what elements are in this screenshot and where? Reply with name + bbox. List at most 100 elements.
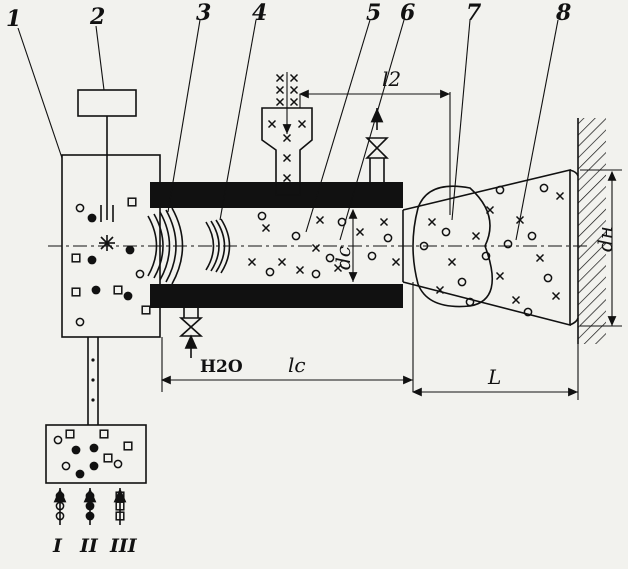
particle-dot	[91, 285, 101, 295]
particle-circle	[441, 227, 451, 237]
particle-square	[103, 453, 113, 463]
particle-dot	[87, 255, 97, 265]
feed-label-3: III	[109, 535, 138, 557]
dim-dn-label: dн	[593, 226, 617, 252]
particle-cross	[311, 243, 321, 253]
arc-spark-icon	[99, 235, 115, 251]
label-2: 2	[89, 4, 105, 30]
particle-circle	[291, 231, 301, 241]
particle-cross	[333, 263, 343, 273]
particle-circle	[465, 297, 475, 307]
particle-cross	[295, 265, 305, 275]
particle-circle	[539, 183, 549, 193]
particle-square	[65, 429, 75, 439]
substrate-wall	[578, 118, 606, 344]
particle-cross	[275, 97, 285, 107]
electrode-holder-box	[77, 89, 137, 117]
leader-lines	[17, 19, 559, 241]
particle-dot	[89, 461, 99, 471]
particle-cross	[551, 291, 561, 301]
particle-circle	[503, 239, 513, 249]
particle-square	[127, 197, 137, 207]
spray-cone	[402, 168, 571, 327]
particle-cross	[277, 257, 287, 267]
particle-cross	[471, 231, 481, 241]
particle-dot	[71, 445, 81, 455]
label-7: 7	[466, 0, 482, 26]
particle-square	[71, 253, 81, 263]
particle-square	[71, 287, 81, 297]
dim-dc-label: dc	[331, 246, 355, 270]
particle-circle	[325, 253, 335, 263]
particle-circle	[523, 307, 533, 317]
particle-cross	[289, 97, 299, 107]
feed-arrows	[53, 488, 127, 525]
label-6: 6	[400, 0, 415, 26]
feed-label-2: II	[79, 535, 99, 557]
particle-circle	[311, 269, 321, 279]
particle-cross	[515, 215, 525, 225]
particle-circle	[265, 267, 275, 277]
spray-bulge	[412, 185, 493, 308]
particle-cross	[485, 205, 495, 215]
particle-cross	[511, 295, 521, 305]
particle-cross	[297, 119, 307, 129]
particle-square	[123, 441, 133, 451]
powder-hopper	[261, 107, 313, 196]
dim-lc-label: lc	[288, 353, 306, 377]
particle-dot	[89, 443, 99, 453]
gas-valve-icon	[365, 108, 389, 182]
particle-cross	[282, 133, 292, 143]
powder-mixer	[45, 424, 147, 484]
particle-circle	[113, 459, 123, 469]
particle-circle	[337, 217, 347, 227]
label-1: 1	[6, 6, 21, 32]
particle-circle	[543, 273, 553, 283]
particle-circle	[481, 251, 491, 261]
particle-cross	[261, 223, 271, 233]
particle-dot	[123, 291, 133, 301]
particle-square	[113, 285, 123, 295]
particle-cross	[447, 257, 457, 267]
feed-label-1: I	[52, 535, 63, 557]
particle-circle	[61, 461, 71, 471]
particle-circle	[419, 241, 429, 251]
particle-circle	[257, 211, 267, 221]
particle-cross	[267, 119, 277, 129]
particle-cross	[289, 85, 299, 95]
particle-cross	[275, 85, 285, 95]
particle-circle	[383, 233, 393, 243]
dim-l2-label: l2	[382, 67, 401, 91]
water-valve-icon	[178, 308, 204, 358]
dim-L-label: L	[487, 365, 501, 389]
particle-circle	[527, 231, 537, 241]
particle-square	[99, 429, 109, 439]
particle-circle	[75, 203, 85, 213]
particle-cross	[289, 73, 299, 83]
label-5: 5	[366, 0, 381, 26]
particle-circle	[457, 277, 467, 287]
particle-cross	[391, 257, 401, 267]
particle-cross	[355, 227, 365, 237]
label-3: 3	[196, 0, 211, 26]
particle-cross	[435, 285, 445, 295]
particle-square	[141, 305, 151, 315]
particle-dot	[125, 245, 135, 255]
particle-circle	[75, 317, 85, 327]
particle-cross	[275, 73, 285, 83]
particle-cross	[379, 217, 389, 227]
particle-dot	[87, 213, 97, 223]
nozzle-wall-bottom	[150, 284, 403, 308]
particle-cross	[315, 215, 325, 225]
particle-circle	[367, 251, 377, 261]
particle-circle	[53, 435, 63, 445]
particle-cross	[282, 153, 292, 163]
particle-dot	[75, 469, 85, 479]
particle-cross	[282, 173, 292, 183]
particle-cross	[247, 257, 257, 267]
particle-circle	[135, 269, 145, 279]
particle-cross	[495, 271, 505, 281]
particle-circle	[495, 185, 505, 195]
